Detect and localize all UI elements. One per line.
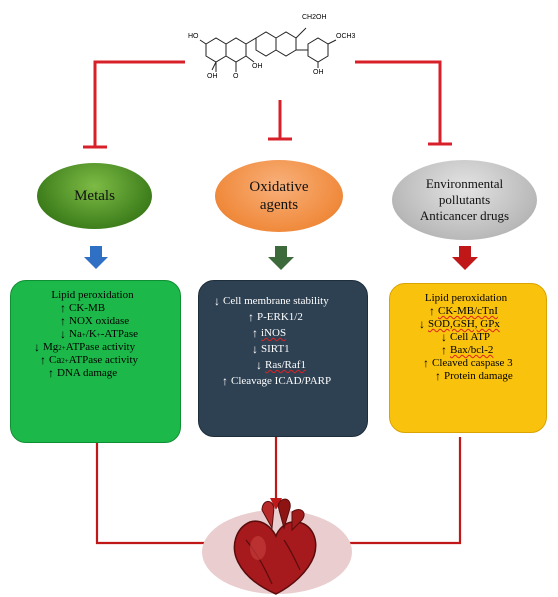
up-arrow-icon: ↑ xyxy=(423,356,429,370)
heart-arrows xyxy=(95,437,462,545)
block-arrow-green xyxy=(268,246,294,270)
effect-item: ↑CK-MB/cTnI xyxy=(429,304,498,318)
effect-item: ↑Bax/bcl-2 xyxy=(441,343,494,357)
down-arrow-icon: ↓ xyxy=(419,317,425,331)
up-arrow-icon: ↑ xyxy=(435,369,441,383)
up-arrow-icon: ↑ xyxy=(248,310,254,324)
inhibit-line-metals xyxy=(93,60,185,146)
molecule-label-o: O xyxy=(233,73,239,80)
down-arrow-icon: ↓ xyxy=(252,342,258,356)
molecule-label-ch2oh: CH2OH xyxy=(302,14,327,21)
down-arrow-icon: ↓ xyxy=(441,330,447,344)
up-arrow-icon: ↑ xyxy=(441,343,447,357)
node-environmental-label-line1: Environmental xyxy=(425,176,504,191)
up-arrow-icon: ↑ xyxy=(252,326,258,340)
node-metals: Metals xyxy=(37,163,152,229)
down-arrow-icon: ↓ xyxy=(60,327,66,341)
effects-box-oxidative: ↓Cell membrane stability ↑P-ERK1/2 ↑iNOS… xyxy=(198,280,368,437)
up-arrow-icon: ↑ xyxy=(222,374,228,388)
node-environmental: Environmental pollutants Anticancer drug… xyxy=(392,160,537,240)
effect-item: ↑P-ERK1/2 xyxy=(248,310,303,324)
effect-item: ↓Cell membrane stability xyxy=(214,294,329,308)
up-arrow-icon: ↑ xyxy=(40,353,46,367)
effect-item: ↓SOD,GSH, GPx xyxy=(419,317,500,331)
up-arrow-icon: ↑ xyxy=(48,366,54,380)
node-oxidative-label-line2: agents xyxy=(259,197,299,213)
up-arrow-icon: ↑ xyxy=(60,314,66,328)
node-environmental-label-line3: Anticancer drugs xyxy=(419,208,510,223)
down-arrow-icon: ↓ xyxy=(256,358,262,372)
molecule-label-ho: HO xyxy=(188,33,199,40)
molecule-label-oh-a: OH xyxy=(207,73,218,80)
effect-item: ↓Na+/K+-ATPase xyxy=(60,327,139,341)
effect-item: ↓Ras/Raf1 xyxy=(256,358,306,372)
effects-box-environmental: Lipid peroxidation ↑CK-MB/cTnI ↓SOD,GSH,… xyxy=(389,283,547,433)
effect-item: ↓SIRT1 xyxy=(252,342,290,356)
block-arrow-blue xyxy=(84,246,108,269)
effect-item: Lipid peroxidation xyxy=(424,292,508,304)
effect-item: ↑NOX oxidase xyxy=(60,314,130,328)
inhibit-line-environmental xyxy=(355,60,442,143)
down-arrow-icon: ↓ xyxy=(214,294,220,308)
effect-item: ↓Cell ATP xyxy=(441,330,491,344)
molecule-label-oh-b: OH xyxy=(252,63,263,70)
molecule-label-och3: OCH3 xyxy=(336,33,356,40)
effect-item: ↑DNA damage xyxy=(48,366,118,380)
effect-item: ↑Cleavage ICAD/PARP xyxy=(222,374,332,388)
node-metals-label: Metals xyxy=(74,187,115,204)
inhibition-lines xyxy=(83,60,452,149)
node-oxidative-agents: Oxidative agents xyxy=(215,160,343,232)
effect-item: ↑CK-MB xyxy=(60,301,106,315)
effect-item: ↑Protein damage xyxy=(435,369,513,383)
effect-item: ↑iNOS xyxy=(252,326,287,340)
molecule-label-oh-c: OH xyxy=(313,69,324,76)
up-arrow-icon: ↑ xyxy=(429,304,435,318)
effects-box-metals: Lipid peroxidation ↑CK-MB ↑NOX oxidase ↓… xyxy=(10,280,181,443)
node-oxidative-label-line1: Oxidative xyxy=(249,179,309,195)
heart-icon xyxy=(233,498,317,595)
up-arrow-icon: ↑ xyxy=(60,301,66,315)
effect-item: Lipid peroxidation xyxy=(51,289,134,301)
node-environmental-label-line2: pollutants xyxy=(438,192,491,207)
block-arrow-red xyxy=(452,246,478,270)
molecule-structure xyxy=(199,27,337,72)
down-arrow-icon: ↓ xyxy=(34,340,40,354)
effect-item: ↑Cleaved caspase 3 xyxy=(423,356,513,370)
